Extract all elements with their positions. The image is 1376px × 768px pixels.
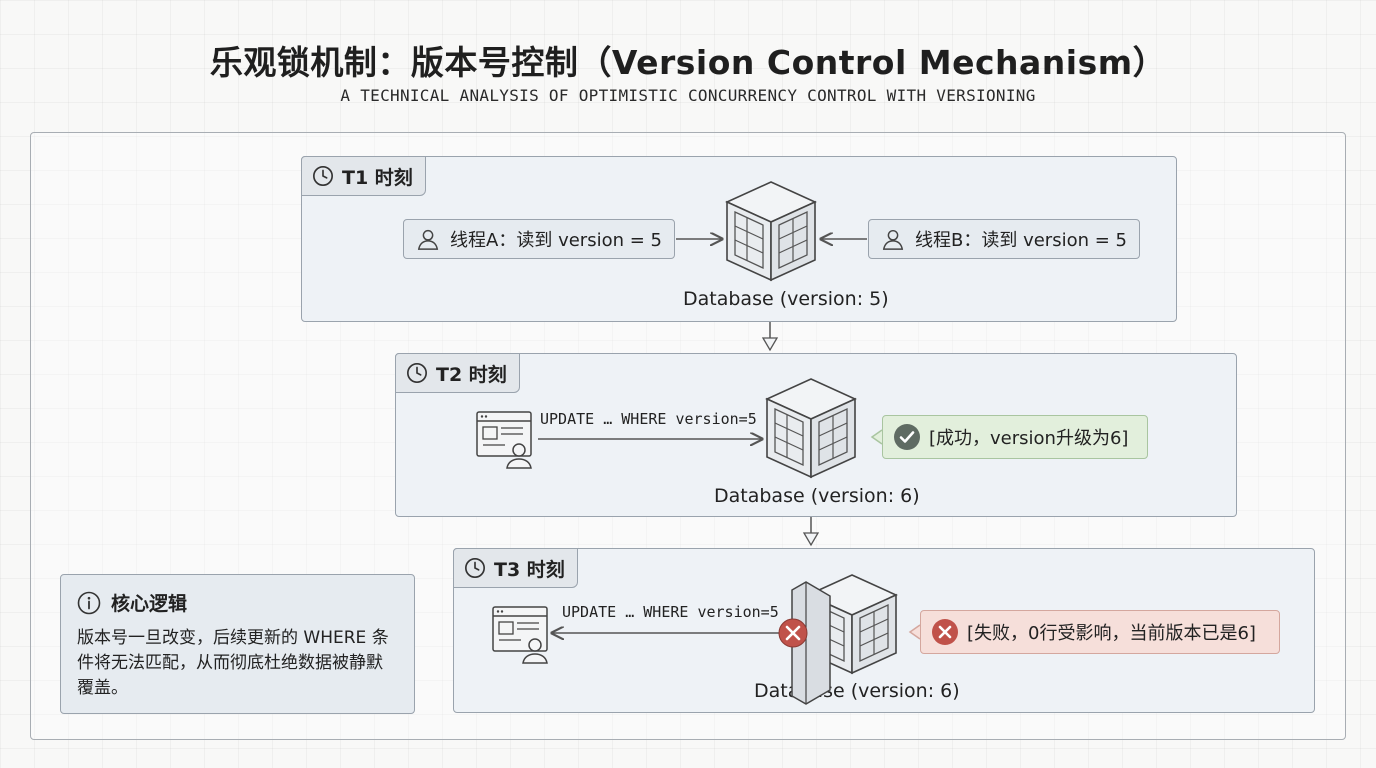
tab-t2: T2 时刻 bbox=[395, 353, 520, 393]
clock-icon bbox=[407, 363, 427, 383]
user-icon bbox=[417, 229, 439, 250]
page-title: 乐观锁机制：版本号控制（Version Control Mechanism） bbox=[209, 43, 1167, 82]
error-icon bbox=[932, 619, 958, 645]
core-logic-text: 版本号一旦改变，后续更新的 WHERE 条件将无法匹配，从而彻底杜绝数据被静默覆… bbox=[77, 628, 389, 698]
core-logic-title: 核心逻辑 bbox=[111, 593, 188, 615]
thread-a-label: 线程A：读到 version = 5 bbox=[450, 230, 662, 251]
connector-arrowhead bbox=[761, 337, 779, 352]
success-result-label: [成功，version升级为6] bbox=[929, 428, 1129, 449]
reject-x-icon bbox=[778, 618, 808, 648]
failure-callout-pointer bbox=[908, 624, 921, 640]
info-icon bbox=[77, 591, 101, 614]
core-logic-heading: 核心逻辑 bbox=[77, 589, 398, 616]
failure-result: [失败，0行受影响，当前版本已是6] bbox=[920, 610, 1280, 654]
failure-result-label: [失败，0行受影响，当前版本已是6] bbox=[967, 623, 1256, 644]
tab-t3-label: T3 时刻 bbox=[494, 558, 565, 581]
connector-arrowhead bbox=[802, 532, 820, 547]
user-icon bbox=[882, 229, 904, 250]
core-logic-box: 核心逻辑 版本号一旦改变，后续更新的 WHERE 条件将无法匹配，从而彻底杜绝数… bbox=[60, 574, 415, 714]
success-callout-pointer bbox=[870, 429, 883, 445]
sql-statement-t3: UPDATE … WHERE version=5 bbox=[562, 603, 779, 621]
rejection-wall bbox=[791, 581, 831, 705]
clock-icon bbox=[313, 166, 333, 186]
tab-t3: T3 时刻 bbox=[453, 548, 578, 588]
tab-t1-label: T1 时刻 bbox=[342, 166, 413, 189]
database-icon bbox=[766, 378, 856, 478]
client-document-icon bbox=[492, 606, 548, 664]
success-result: [成功，version升级为6] bbox=[882, 415, 1148, 459]
panel-t2: T2 时刻 bbox=[395, 353, 1237, 517]
check-icon bbox=[894, 424, 920, 450]
database-icon bbox=[726, 181, 816, 281]
tab-t1: T1 时刻 bbox=[301, 156, 426, 196]
tab-t2-label: T2 时刻 bbox=[436, 363, 507, 386]
page-subtitle: A TECHNICAL ANALYSIS OF OPTIMISTIC CONCU… bbox=[340, 86, 1036, 105]
sql-statement-t2: UPDATE … WHERE version=5 bbox=[540, 410, 757, 428]
thread-a-badge: 线程A：读到 version = 5 bbox=[403, 219, 675, 259]
db-label-t2: Database (version: 6) bbox=[714, 485, 920, 507]
client-document-icon bbox=[476, 411, 532, 469]
thread-b-badge: 线程B：读到 version = 5 bbox=[868, 219, 1140, 259]
db-label-t1: Database (version: 5) bbox=[683, 288, 889, 310]
thread-b-label: 线程B：读到 version = 5 bbox=[915, 230, 1127, 251]
clock-icon bbox=[465, 558, 485, 578]
